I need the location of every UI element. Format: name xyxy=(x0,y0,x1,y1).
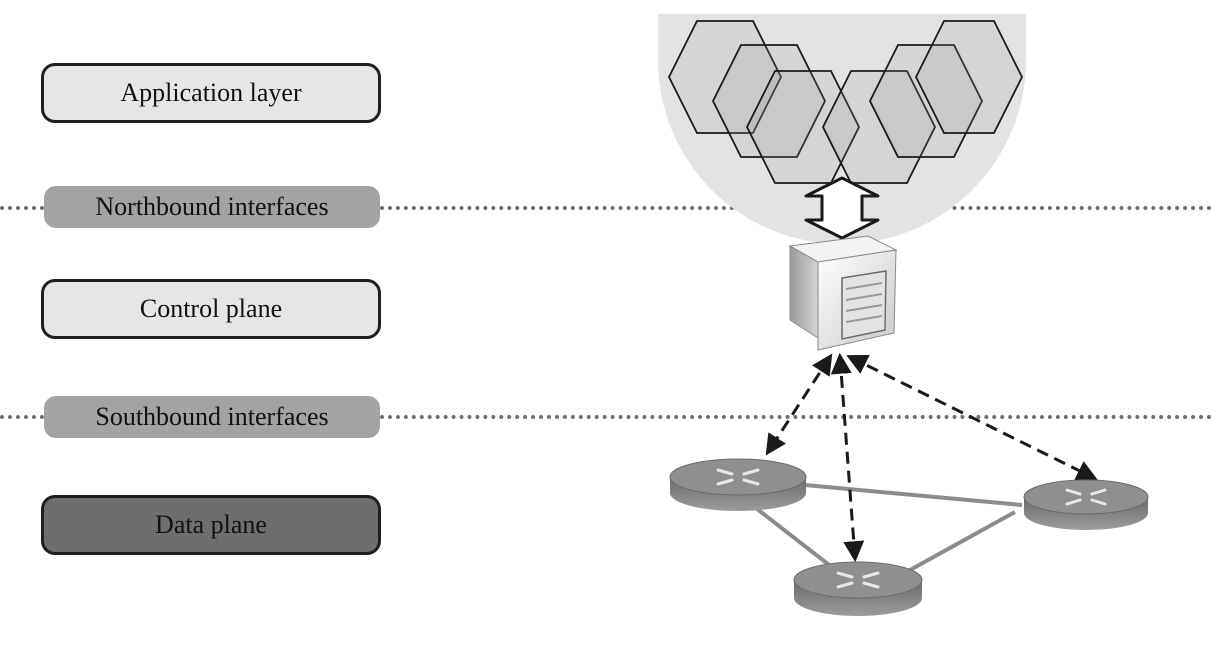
application-layer-box: Application layer xyxy=(41,63,381,123)
router-switch-icon xyxy=(1023,479,1149,530)
southbound-interfaces-label: Southbound interfaces xyxy=(95,402,329,431)
control-channels xyxy=(765,352,1098,563)
server-icon xyxy=(788,235,898,351)
data-plane-label: Data plane xyxy=(155,510,267,539)
router-switch-icon xyxy=(793,561,923,616)
router-switch-icon xyxy=(669,458,807,511)
hexagon-cluster-icon xyxy=(667,20,1024,184)
northbound-interfaces-label: Northbound interfaces xyxy=(95,192,329,221)
control-plane-box: Control plane xyxy=(41,279,381,339)
southbound-interfaces-pill: Southbound interfaces xyxy=(44,396,380,438)
double-arrow-icon xyxy=(804,176,880,240)
northbound-interfaces-pill: Northbound interfaces xyxy=(44,186,380,228)
application-cloud-background xyxy=(658,14,1026,244)
northbound-separator-left xyxy=(0,206,44,210)
data-plane-box: Data plane xyxy=(41,495,381,555)
control-plane-label: Control plane xyxy=(139,294,283,323)
southbound-separator-left xyxy=(0,415,44,419)
application-layer-label: Application layer xyxy=(120,78,302,107)
